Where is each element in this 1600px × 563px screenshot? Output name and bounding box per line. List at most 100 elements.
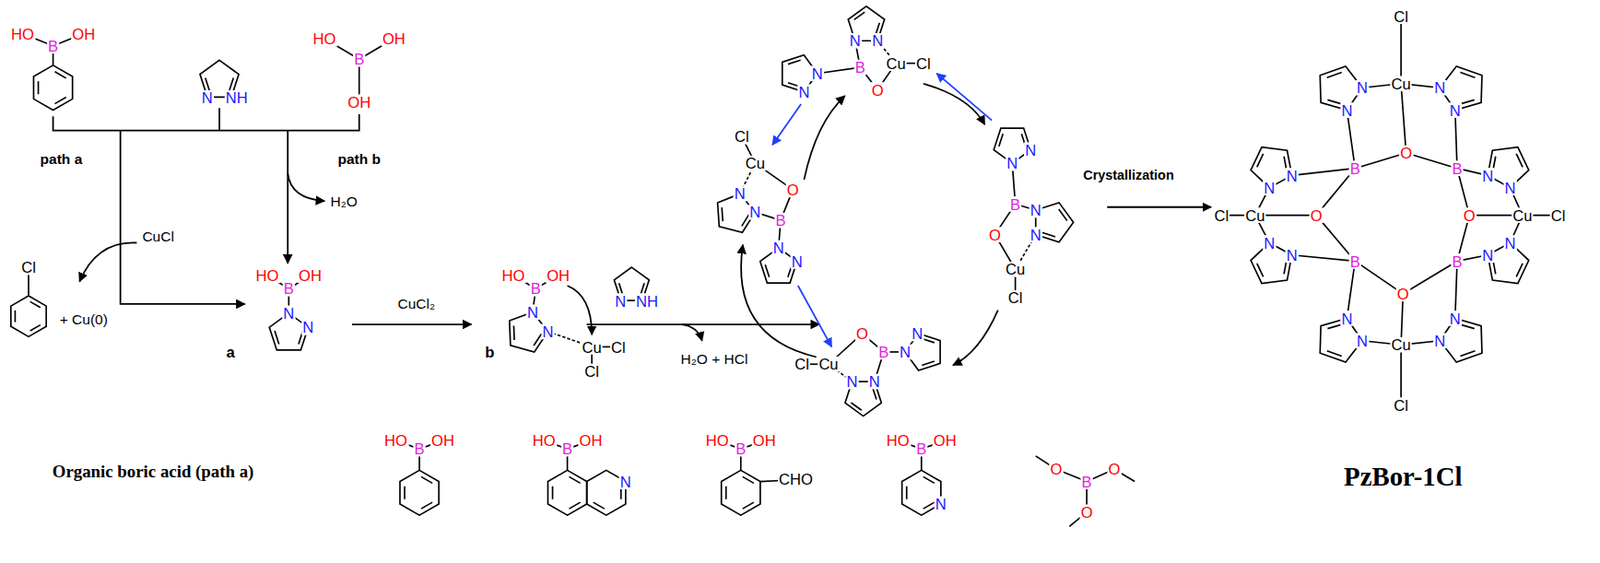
atom-label: O <box>988 226 1002 243</box>
atom-label: HO <box>383 433 409 449</box>
atom-label: N <box>1029 202 1043 219</box>
cycle-arrow <box>803 95 845 180</box>
atom-label: B <box>877 344 890 361</box>
bracket <box>218 107 221 130</box>
bond-line <box>1406 152 1458 169</box>
atom-label: N <box>1262 235 1276 251</box>
atom-label: N <box>1340 310 1353 327</box>
atom-label: N <box>1285 167 1299 184</box>
double-bond-line <box>999 133 1003 147</box>
atom-label: N <box>1503 179 1517 196</box>
bonds <box>22 16 1558 528</box>
atom-label: N <box>1433 80 1447 96</box>
atom-label: HO <box>10 25 36 42</box>
atom-label: B <box>734 441 747 458</box>
ring-bonds <box>11 6 1530 516</box>
atom-label: B <box>1450 160 1463 177</box>
atom-label: OH <box>297 268 323 284</box>
atom-label: B <box>412 441 425 458</box>
atom-label: B <box>561 441 574 458</box>
atom-label: O <box>1462 207 1477 224</box>
double-bond-line <box>568 502 580 509</box>
atom-label: Cu <box>580 339 602 355</box>
double-bond-line <box>764 264 769 278</box>
bracket <box>53 114 360 131</box>
double-bond-line <box>1257 263 1264 277</box>
atom-label: N <box>748 204 762 221</box>
reaction-arrow <box>587 323 820 326</box>
reaction-arrow <box>352 323 472 326</box>
atom-label: N <box>1433 332 1447 349</box>
double-bond-line <box>905 486 908 500</box>
atom-label: HO <box>312 31 338 48</box>
double-bond-line <box>533 333 542 346</box>
atom-label: N <box>797 83 811 100</box>
atom-label: OH <box>545 268 571 284</box>
atom-label: O <box>1396 286 1411 303</box>
curved-arrow <box>79 242 137 282</box>
double-bond-line <box>725 486 728 500</box>
double-bond-line <box>1327 72 1342 79</box>
bond-line <box>1400 344 1402 405</box>
annotation-text: path b <box>336 152 382 167</box>
atom-label: Cl <box>1392 397 1410 413</box>
atom-label: OH <box>577 433 603 449</box>
cycle-arrow <box>741 245 817 358</box>
double-bond-line <box>1459 72 1475 79</box>
cycle-arrow <box>923 83 985 125</box>
ring-outline <box>11 295 47 337</box>
annotation-text: + Cu(0) <box>58 312 109 328</box>
atom-label: O <box>1048 461 1063 478</box>
atom-label: B <box>47 38 59 55</box>
double-bond-line <box>421 502 433 509</box>
atom-label: O <box>855 326 870 342</box>
annotation-text: CuCl <box>141 229 176 245</box>
blue-arrow <box>798 285 833 347</box>
curved-arrow <box>682 324 703 342</box>
atom-label: NH <box>224 90 249 106</box>
bond-line <box>1346 260 1355 318</box>
bond-line <box>1292 168 1356 177</box>
bond-line <box>1455 260 1458 318</box>
reaction-arrow <box>286 130 289 264</box>
atom-label: O <box>1399 145 1413 162</box>
double-bond-line <box>1516 153 1523 167</box>
atom-label: N <box>934 496 948 513</box>
bond-line <box>1292 255 1356 262</box>
atom-label: N <box>733 186 747 202</box>
double-bond-line <box>54 97 66 105</box>
atom-label: B <box>529 281 542 297</box>
atom-label: Cu <box>1244 207 1266 224</box>
atom-label: B <box>854 59 867 76</box>
atom-label: OH <box>752 433 777 449</box>
caption-text: Organic boric acid (path a) <box>51 462 256 481</box>
atom-label: HO <box>885 433 911 449</box>
bond-line <box>1346 110 1355 169</box>
double-bond-line <box>30 325 41 331</box>
double-bond-line <box>30 301 41 307</box>
double-bond-line <box>854 11 865 20</box>
atom-label: OH <box>346 94 372 110</box>
curved-arrow <box>287 173 325 201</box>
atom-label: N <box>910 326 924 342</box>
bond-line <box>1400 16 1402 84</box>
atom-label: N <box>1448 310 1462 327</box>
atom-label: N <box>282 305 295 322</box>
atom-label: Cl <box>20 259 37 276</box>
atom-label: N <box>898 344 912 361</box>
atom-label: B <box>1450 253 1463 270</box>
atom-label: N <box>848 33 862 49</box>
atom-label: CHO <box>777 471 814 488</box>
annotation-text: Crystallization <box>1082 168 1176 182</box>
atom-label: B <box>1349 253 1362 270</box>
atom-label: Cl <box>1550 207 1567 224</box>
annotation-text: CuCl₂ <box>396 296 436 312</box>
atom-label: O <box>1080 504 1095 520</box>
atom-label: OH <box>70 25 96 42</box>
atom-label: N <box>1285 247 1299 263</box>
atom-label: N <box>1005 155 1019 172</box>
double-bond-line <box>229 78 235 92</box>
atom-label: HO <box>531 433 557 449</box>
atom-label: O <box>1106 461 1121 478</box>
double-bond-line <box>1516 263 1523 277</box>
